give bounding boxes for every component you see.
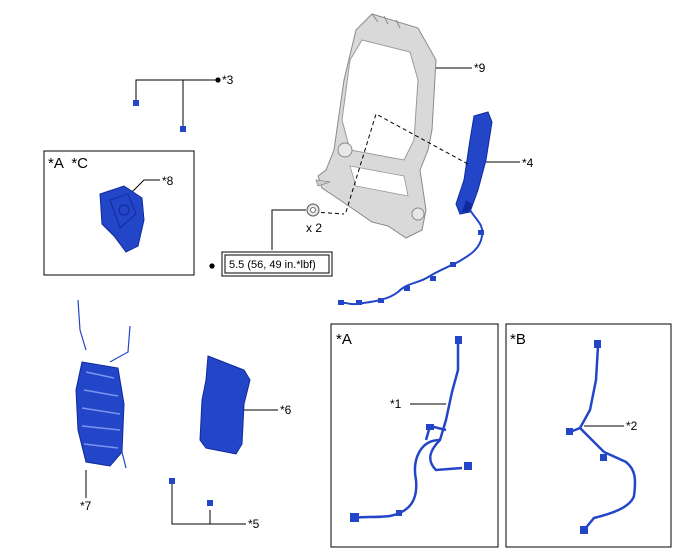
wire-harness-1-connectors	[350, 336, 472, 522]
torque-dot	[209, 263, 215, 269]
callout-4: *4	[522, 156, 534, 170]
clips-3	[133, 100, 186, 132]
mounting-dashed-lines	[313, 113, 469, 215]
callout-3: *3	[222, 73, 234, 87]
box-a	[330, 323, 499, 548]
torque-box-outer	[221, 251, 333, 277]
part-8-shape	[99, 185, 145, 253]
callout-9: *9	[474, 61, 486, 75]
wire-harness-2-connectors	[566, 340, 607, 534]
leader-lines	[85, 67, 624, 525]
callout-1: *1	[390, 397, 402, 411]
callout-6: *6	[280, 403, 292, 417]
box-a-label: *A	[336, 331, 352, 348]
torque-box-inner	[224, 254, 330, 274]
fastener-quantity: x 2	[306, 221, 322, 235]
torque-spec: 5.5 (56, 49 in.*lbf)	[229, 259, 316, 271]
callout-5: *5	[248, 517, 260, 531]
wire-harness-1	[355, 340, 463, 520]
callout-2: *2	[626, 419, 638, 433]
box-b-label: *B	[510, 331, 526, 348]
callout-dot-3	[215, 77, 221, 83]
seatback-frame	[315, 13, 437, 239]
side-airbag-assembly	[338, 111, 493, 306]
part-6-shape	[199, 355, 251, 455]
wire-harness-2	[569, 345, 637, 531]
clips-5	[169, 478, 213, 506]
callout-7: *7	[80, 499, 92, 513]
box-b	[505, 323, 672, 548]
callout-8: *8	[162, 174, 174, 188]
nut-fastener	[306, 203, 320, 217]
box-ac-label: *A *C	[48, 155, 88, 172]
part-7-shape	[75, 299, 131, 469]
box-ac	[43, 150, 195, 276]
